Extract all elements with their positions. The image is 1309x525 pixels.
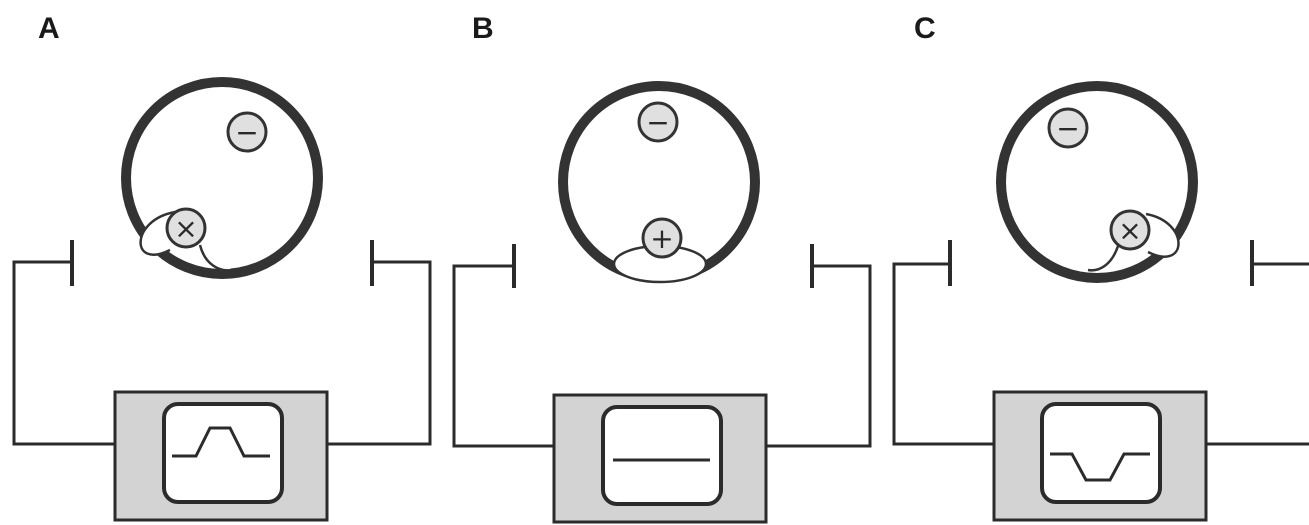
panel-label-a: A bbox=[38, 12, 60, 45]
positive-symbol-c: × bbox=[1118, 214, 1141, 247]
panel-c: C − × bbox=[892, 12, 1309, 522]
panel-a: A − × bbox=[12, 12, 432, 522]
trace-upward-a bbox=[172, 426, 270, 458]
panel-b: B − + bbox=[452, 12, 872, 524]
cell-b: − + bbox=[558, 81, 760, 284]
cell-a: − × bbox=[121, 77, 323, 279]
wire-right-b bbox=[766, 264, 872, 448]
wire-left-b bbox=[452, 264, 554, 448]
negative-symbol-a: − bbox=[235, 116, 258, 149]
positive-charge-c: × bbox=[1109, 209, 1151, 251]
wire-left-a bbox=[12, 260, 115, 446]
membrane-bulge-c bbox=[1145, 212, 1180, 258]
wire-left-c bbox=[892, 262, 994, 446]
positive-charge-b: + bbox=[641, 217, 683, 259]
negative-symbol-c: − bbox=[1056, 112, 1079, 145]
cell-membrane-a bbox=[121, 77, 323, 279]
negative-charge-c: − bbox=[1047, 107, 1089, 149]
cell-c: − × bbox=[996, 81, 1198, 283]
trace-downward-c bbox=[1050, 452, 1150, 482]
positive-charge-a: × bbox=[165, 207, 207, 249]
wire-right-a bbox=[327, 260, 432, 446]
negative-charge-a: − bbox=[226, 111, 268, 153]
membrane-bulge-c2 bbox=[1087, 245, 1120, 272]
cell-membrane-c bbox=[996, 81, 1198, 283]
negative-symbol-b: − bbox=[646, 106, 669, 139]
oscilloscope-screen-c bbox=[1040, 402, 1162, 504]
oscilloscope-screen-a bbox=[162, 402, 284, 504]
negative-charge-b: − bbox=[637, 101, 679, 143]
positive-symbol-b: + bbox=[650, 222, 673, 255]
panel-label-c: C bbox=[914, 12, 936, 45]
oscilloscope-screen-b bbox=[601, 405, 723, 506]
positive-symbol-a: × bbox=[174, 212, 197, 245]
panel-label-b: B bbox=[472, 12, 494, 45]
membrane-bulge-a2 bbox=[198, 244, 233, 272]
